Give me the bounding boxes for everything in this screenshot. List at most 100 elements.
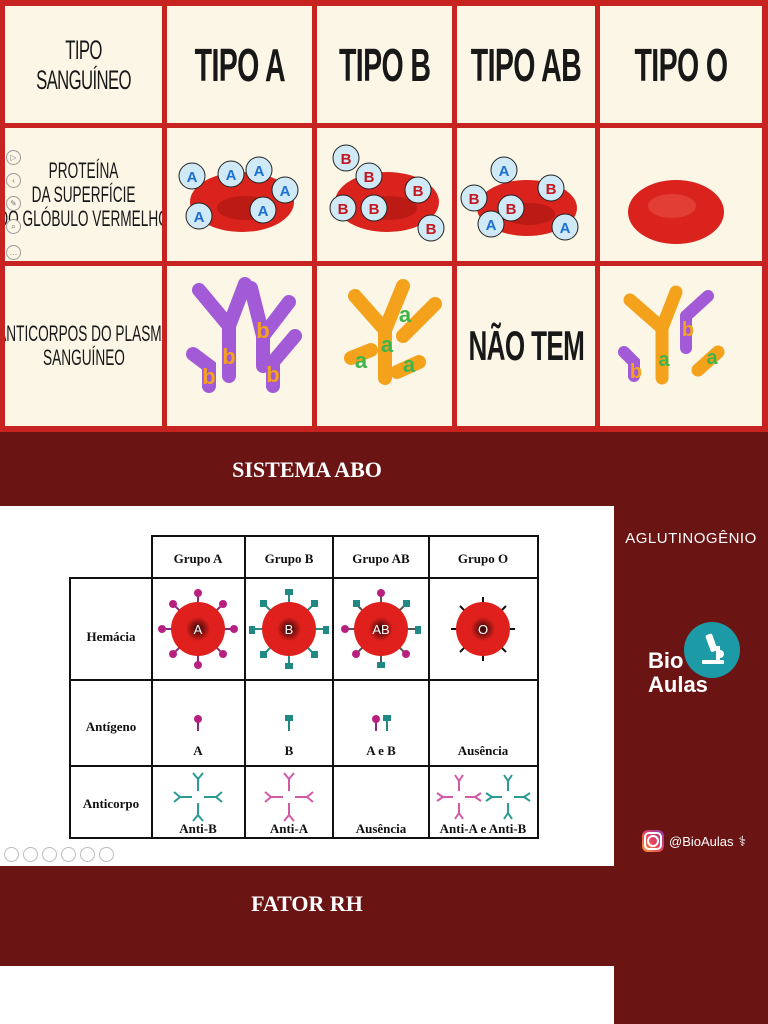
svg-text:A: A — [194, 622, 203, 637]
zoom-control-icon[interactable]: ⌕ — [6, 219, 21, 234]
row-label-protein: PROTEÍNA DA SUPERFÍCIE DO GLÓBULO VERMEL… — [5, 128, 162, 261]
red-cell-type-a: A A A A A A — [167, 128, 312, 261]
red-cell-type-b: B B B B B B — [317, 128, 452, 261]
antigen-b: B — [341, 151, 352, 168]
no-antibodies-text: NÃO TEM — [468, 322, 584, 369]
blood-type-table: TIPO SANGUÍNEO TIPO A TIPO B TIPO AB TIP… — [0, 0, 768, 432]
svg-text:B: B — [285, 622, 294, 637]
red-cell-o-illustration — [628, 180, 724, 244]
group-a-header: Grupo A — [174, 551, 223, 566]
antigen-a: A — [560, 220, 571, 237]
more-control-icon[interactable] — [99, 847, 114, 862]
antigen-b: B — [369, 201, 380, 218]
dna-icon: ⚕ — [738, 832, 747, 849]
antigen-b: B — [469, 191, 480, 208]
antibody-letter-a: a — [706, 347, 718, 369]
microscope-icon — [684, 622, 740, 678]
antigen-o-label: Ausência — [458, 743, 509, 758]
antibody-a-label: Anti-B — [179, 821, 217, 836]
antibody-letter-a: a — [381, 332, 394, 357]
pen-control-icon[interactable] — [42, 847, 57, 862]
hemacia-o: O — [451, 597, 515, 661]
group-o-header: Grupo O — [458, 551, 508, 566]
antibody-letter-b: b — [266, 362, 279, 387]
antigen-pin-icons — [194, 715, 391, 731]
antibody-letter-a: a — [355, 348, 368, 373]
anti-b-antibodies-illustration: b b b b — [186, 277, 302, 393]
play-control-icon[interactable]: ▷ — [6, 150, 21, 165]
antibodies-type-b: a a a a — [317, 266, 452, 426]
antibody-letter-b: b — [682, 319, 694, 341]
antigen-b: B — [426, 221, 437, 238]
sidebar-label: AGLUTINOGÊNIO — [625, 530, 757, 547]
antigen-a-label: A — [193, 743, 203, 758]
header-type-a: TIPO A — [167, 6, 312, 123]
hemacia-b: B — [249, 589, 329, 669]
svg-text:AB: AB — [372, 622, 389, 637]
pen-control-icon[interactable]: ✎ — [6, 196, 21, 211]
antigen-a: A — [486, 217, 497, 234]
row-label-hemacia: Hemácia — [86, 629, 136, 644]
header-type-o: TIPO O — [600, 6, 762, 123]
row-label-anticorpo: Anticorpo — [83, 796, 139, 811]
antigen-b: B — [364, 169, 375, 186]
antibody-o-label: Anti-A e Anti-B — [440, 821, 527, 836]
red-cell-b-illustration: B B B B B B — [329, 144, 445, 242]
group-b-header: Grupo B — [265, 551, 314, 566]
antibody-letter-b: b — [630, 361, 642, 383]
antibody-letter-b: b — [202, 364, 215, 389]
antigen-b: B — [546, 181, 557, 198]
row-label-antigeno: Antígeno — [86, 719, 137, 734]
antibodies-type-o: a b a b — [600, 266, 762, 426]
more-control-icon[interactable]: … — [6, 245, 21, 260]
slide-controls — [4, 847, 114, 862]
antibody-letter-b: b — [222, 344, 235, 369]
red-cell-a-illustration: A A A A A A — [178, 156, 299, 232]
antigen-b: B — [413, 183, 424, 200]
antigen-a: A — [226, 167, 237, 184]
antibody-letter-a: a — [658, 349, 670, 371]
antibody-letter-b: b — [256, 318, 269, 343]
antibodies-type-a: b b b b — [167, 266, 312, 426]
slides-control-icon[interactable] — [61, 847, 76, 862]
back-control-icon[interactable]: ‹ — [6, 173, 21, 188]
instagram-icon — [642, 830, 664, 852]
antigen-a: A — [258, 203, 269, 220]
antigen-b: B — [338, 201, 349, 218]
antigen-a: A — [187, 169, 198, 186]
logo-word-aulas: Aulas — [648, 672, 708, 697]
antigen-b-label: B — [285, 743, 294, 758]
antibodies-type-ab: NÃO TEM — [457, 266, 595, 426]
row-label-antibodies: ANTICORPOS DO PLASMA SANGUÍNEO — [5, 266, 162, 426]
red-cell-type-ab: A B B B A A — [457, 128, 595, 261]
header-label-cell: TIPO SANGUÍNEO — [5, 6, 162, 123]
zoom-control-icon[interactable] — [80, 847, 95, 862]
hemacia-a: A — [158, 589, 238, 669]
antigen-a: A — [499, 163, 510, 180]
red-cell-ab-illustration: A B B B A A — [460, 156, 579, 241]
abo-panel — [0, 506, 614, 866]
bioaulas-logo: Bio Aulas — [646, 618, 746, 704]
section-title-rh: FATOR RH — [251, 891, 363, 916]
section-title-abo: SISTEMA ABO — [232, 457, 382, 482]
rh-content-area — [0, 966, 614, 1024]
prev-control-icon[interactable] — [4, 847, 19, 862]
logo-word-bio: Bio — [648, 648, 684, 673]
instagram-handle[interactable]: @BioAulas ⚕ — [642, 830, 746, 852]
antibody-b-label: Anti-A — [270, 821, 309, 836]
instagram-handle-text: @BioAulas — [669, 833, 734, 849]
next-control-icon[interactable] — [23, 847, 38, 862]
group-ab-header: Grupo AB — [352, 551, 410, 566]
antigen-ab-label: A e B — [366, 743, 396, 758]
svg-text:O: O — [478, 622, 488, 637]
header-type-ab: TIPO AB — [457, 6, 595, 123]
anti-a-antibodies-illustration: a a a a — [344, 279, 442, 385]
abo-system-table: Grupo A Grupo B Grupo AB Grupo O Hemácia… — [69, 535, 539, 839]
header-label: TIPO SANGUÍNEO — [36, 34, 131, 95]
antibody-ab-label: Ausência — [356, 821, 407, 836]
hemacia-ab: AB — [341, 589, 421, 668]
antigen-b: B — [506, 201, 517, 218]
antibody-letter-a: a — [403, 352, 416, 377]
antigen-a: A — [194, 209, 205, 226]
antibody-icons — [173, 772, 531, 822]
